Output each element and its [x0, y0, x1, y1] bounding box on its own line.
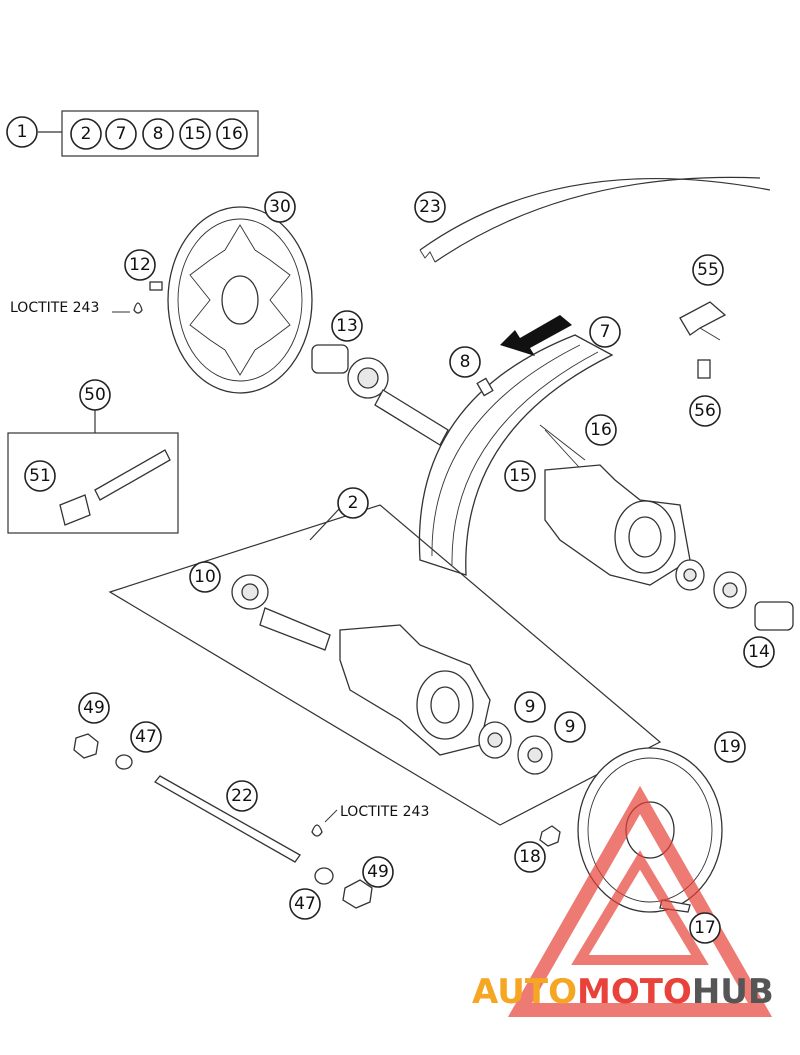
callout-23: 23	[414, 191, 446, 223]
svg-text:56: 56	[694, 401, 716, 421]
svg-text:55: 55	[697, 260, 719, 280]
svg-text:51: 51	[29, 466, 51, 486]
callout-15-kit: 15	[179, 118, 211, 150]
svg-text:49: 49	[83, 698, 105, 718]
valve-cap	[679, 301, 727, 379]
svg-text:1: 1	[17, 122, 28, 142]
svg-text:50: 50	[84, 385, 106, 405]
callout-2-kit: 2	[70, 118, 102, 150]
callout-19: 19	[714, 731, 746, 763]
callout-22: 22	[226, 780, 258, 812]
callout-15: 15	[504, 460, 536, 492]
callout-10: 10	[189, 561, 221, 593]
svg-text:9: 9	[565, 717, 576, 737]
disc-bolt	[112, 281, 163, 314]
callout-12: 12	[124, 249, 156, 281]
callout-7: 7	[589, 316, 621, 348]
watermark-hub: HUB	[692, 972, 774, 1012]
callout-7-kit: 7	[105, 118, 137, 150]
callout-9-b: 9	[554, 711, 586, 743]
watermark-moto: MOTO	[577, 972, 692, 1012]
svg-text:2: 2	[81, 124, 92, 144]
callout-17: 17	[689, 912, 721, 944]
svg-text:7: 7	[116, 124, 127, 144]
callout-50: 50	[79, 379, 111, 411]
svg-text:19: 19	[719, 737, 741, 757]
callout-55: 55	[692, 254, 724, 286]
nut-49-lower	[342, 879, 373, 909]
callout-8-kit: 8	[142, 118, 174, 150]
nut-49-upper	[73, 733, 99, 759]
callout-13: 13	[331, 310, 363, 342]
sprocket-nut	[539, 825, 561, 847]
callout-47-lower: 47	[289, 888, 321, 920]
watermark-auto: AUTO	[472, 972, 577, 1012]
svg-text:22: 22	[231, 786, 253, 806]
callout-1: 1	[6, 116, 38, 148]
callout-56: 56	[689, 395, 721, 427]
chain-link-box	[7, 410, 179, 534]
callout-14: 14	[743, 636, 775, 668]
svg-text:49: 49	[367, 862, 389, 882]
svg-text:47: 47	[294, 894, 316, 914]
spoke-nipple	[476, 377, 494, 397]
svg-text:18: 18	[519, 847, 541, 867]
callout-49-upper: 49	[78, 692, 110, 724]
front-bearing-group	[311, 344, 449, 446]
svg-text:15: 15	[509, 466, 531, 486]
svg-text:23: 23	[419, 197, 441, 217]
callout-16-kit: 16	[216, 118, 248, 150]
svg-text:17: 17	[694, 918, 716, 938]
callout-51: 51	[24, 460, 56, 492]
svg-text:16: 16	[221, 124, 243, 144]
svg-text:13: 13	[336, 316, 358, 336]
hub-assembly-box	[108, 504, 662, 826]
callout-2: 2	[337, 487, 369, 519]
svg-text:16: 16	[590, 420, 612, 440]
loctite-note-bottom: LOCTITE 243	[340, 804, 429, 820]
svg-text:2: 2	[348, 493, 359, 513]
watermark-text: AUTOMOTOHUB	[472, 972, 774, 1012]
rim-strip	[419, 176, 771, 263]
brake-disc	[167, 206, 313, 394]
watermark-logo	[507, 785, 773, 1017]
svg-text:9: 9	[525, 697, 536, 717]
washer-47-upper	[115, 754, 133, 770]
svg-text:8: 8	[460, 352, 471, 372]
callout-18: 18	[514, 841, 546, 873]
callout-47-upper: 47	[130, 721, 162, 753]
rim	[418, 315, 614, 576]
svg-text:30: 30	[269, 197, 291, 217]
svg-text:12: 12	[129, 255, 151, 275]
kit-contents-group	[38, 110, 259, 157]
svg-text:8: 8	[153, 124, 164, 144]
callout-30: 30	[264, 191, 296, 223]
svg-text:47: 47	[135, 727, 157, 747]
callout-9-a: 9	[514, 691, 546, 723]
svg-text:15: 15	[184, 124, 206, 144]
washer-47-lower	[314, 867, 334, 885]
callout-8: 8	[449, 346, 481, 378]
callout-49-lower: 49	[362, 856, 394, 888]
svg-text:14: 14	[748, 642, 770, 662]
loctite-drop-lower	[311, 809, 338, 837]
axle	[154, 775, 301, 863]
svg-text:7: 7	[600, 322, 611, 342]
callout-16: 16	[585, 414, 617, 446]
loctite-note-top: LOCTITE 243	[10, 300, 99, 316]
svg-text:10: 10	[194, 567, 216, 587]
hub-upper	[544, 464, 794, 631]
